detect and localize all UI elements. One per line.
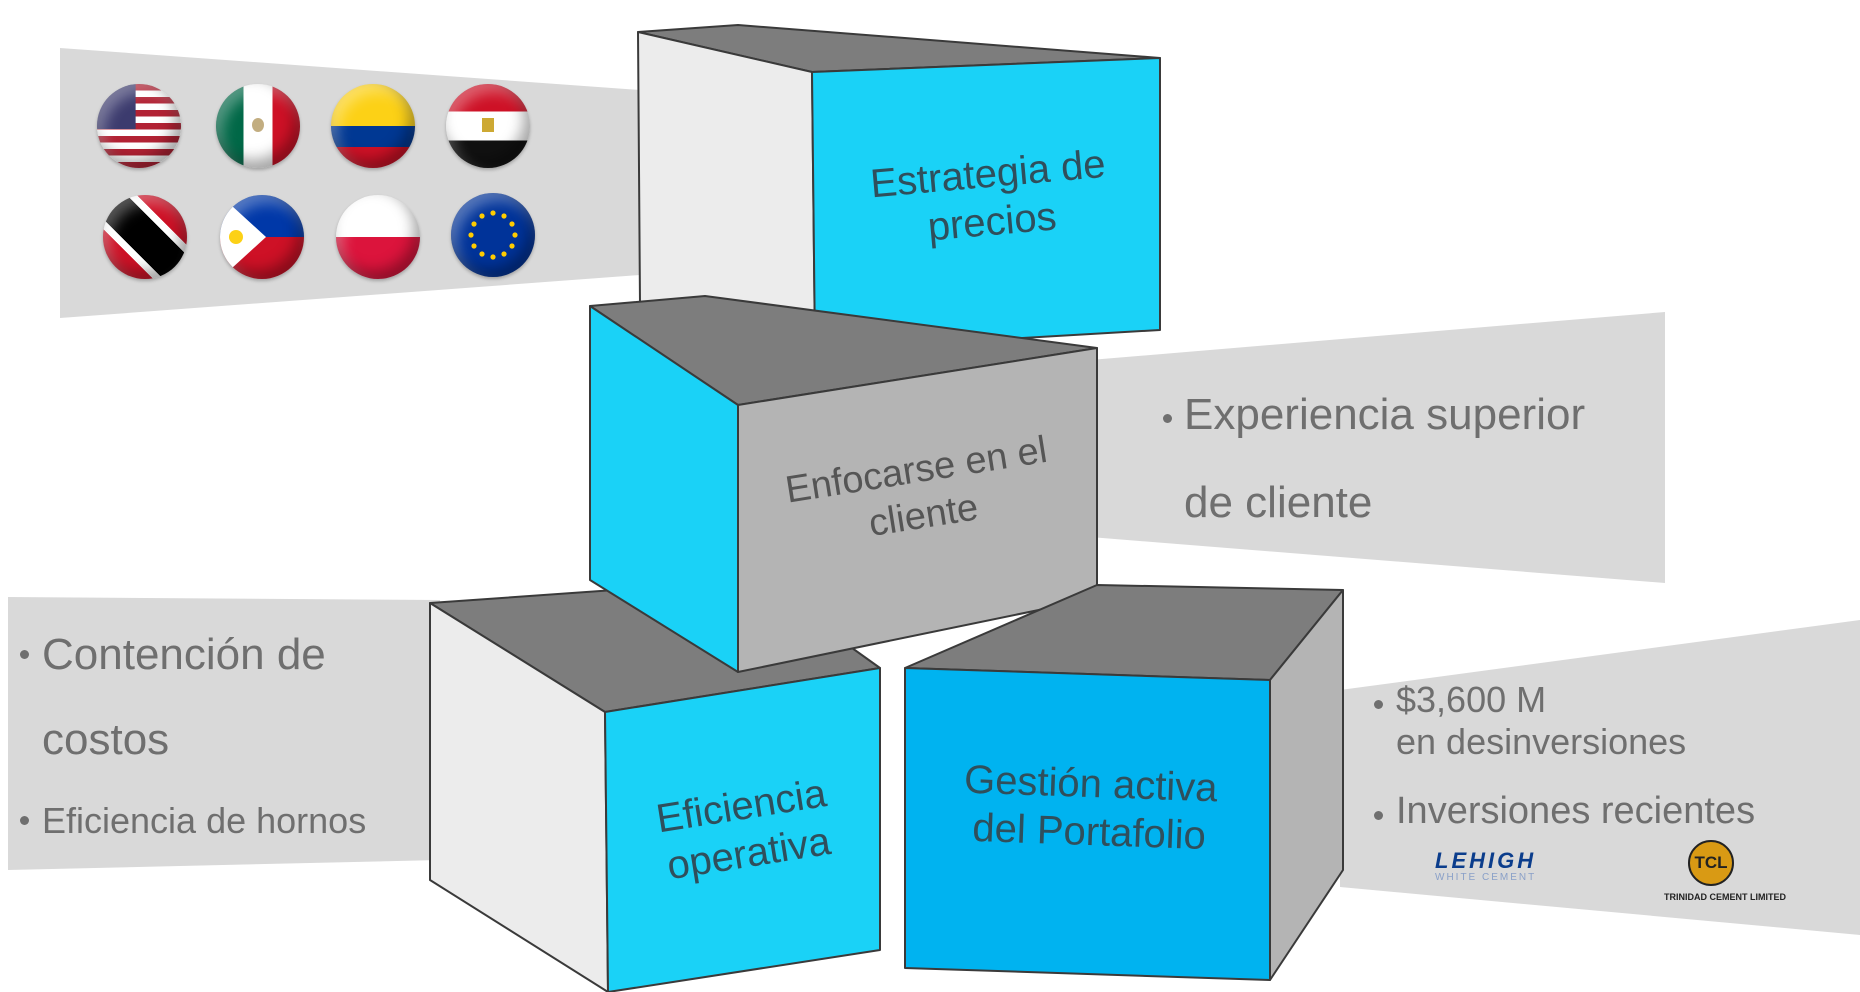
cost-containment-line2: costos [42,715,170,764]
tcl-mark-icon: TCL [1688,840,1734,886]
divestments-label: en desinversiones [1396,721,1687,762]
bullet-dot [20,650,29,659]
philippines-triangle [220,195,266,279]
bullet-dot [1374,700,1383,709]
customer-text-panel [1090,312,1665,583]
kiln-efficiency: Eficiencia de hornos [42,800,367,841]
tcl-mark-text: TCL [1694,853,1728,872]
customer-cube [589,295,1098,673]
pricing-cube [637,24,1161,351]
customer-experience-line2: de cliente [1184,478,1373,527]
trinidad-and-tobago-flag-icon [103,195,187,279]
cost-containment-line1: Contención de [42,630,326,679]
operational-cube [429,579,881,992]
portfolio-cube-label: Gestión activa del Portafolio [923,754,1256,861]
bullet-dot [1163,414,1172,423]
european-union-flag-icon [451,193,535,277]
usa-flag-icon [97,84,181,168]
poland-flag-icon [336,195,420,279]
recent-investments: Inversiones recientes [1396,790,1756,832]
egypt-eagle-icon [482,118,494,132]
operational-text-panel [8,597,440,870]
tcl-logo: TCL TRINIDAD CEMENT LIMITED [1640,840,1810,908]
customer-experience-line1: Experiencia superior [1184,390,1586,439]
bullet-dot [20,816,29,825]
mexico-emblem-icon [252,118,264,132]
bullet-dot [1374,811,1383,820]
eu-stars-icon [468,210,518,260]
mexico-flag-icon [216,84,300,168]
portfolio-cube [904,584,1344,981]
lehigh-white-cement-logo: LEHIGH WHITE CEMENT [1435,850,1595,890]
colombia-flag-icon [331,84,415,168]
philippines-flag-icon [220,195,304,279]
lehigh-subtitle: WHITE CEMENT [1435,872,1537,883]
pricing-cube-front [811,57,1161,351]
operational-cube-side [429,602,609,992]
operational-cube-front [604,667,881,992]
divestments-amount: $3,600 M [1396,679,1547,720]
egypt-flag-icon [446,84,530,168]
tcl-name: TRINIDAD CEMENT LIMITED [1664,892,1786,902]
lehigh-wordmark: LEHIGH [1435,848,1537,873]
portfolio-cube-side [1269,589,1344,981]
